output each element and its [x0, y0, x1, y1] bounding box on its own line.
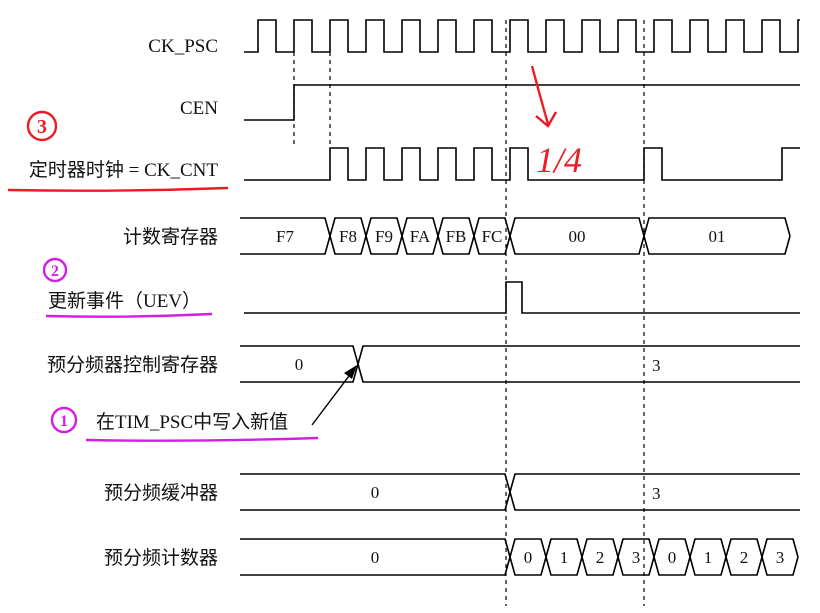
prescaler-counter-cell-value: 3	[776, 548, 785, 567]
ck-cnt-underline	[7, 186, 229, 192]
step-3-marker: 3	[26, 110, 58, 142]
bus-prescaler-counter: 0 0 1 2 3 0 1 2 3	[240, 538, 799, 576]
step-1-number: 1	[60, 413, 68, 430]
label-counter-register: 计数寄存器	[123, 226, 218, 248]
label-cen: CEN	[180, 98, 218, 119]
prescaler-buffer-cell-value: 0	[371, 483, 380, 502]
counter-cell-outline	[240, 217, 791, 255]
counter-cell-value: F7	[276, 227, 294, 246]
label-prescaler-control: 预分频器控制寄存器	[47, 354, 218, 376]
waveform-cen	[244, 84, 800, 121]
label-prescaler-buffer: 预分频缓冲器	[104, 482, 218, 504]
step-2-number: 2	[51, 263, 59, 280]
prescaler-control-cell-value: 0	[295, 355, 304, 374]
step-1-marker: 1	[50, 406, 78, 434]
counter-cell-value: 01	[709, 227, 726, 246]
prescaler-control-cell-outline	[240, 345, 800, 383]
write-note: 在TIM_PSC中写入新值	[96, 411, 288, 433]
waveform-ck-psc	[244, 19, 800, 53]
prescaler-buffer-new-value: 3	[652, 484, 661, 503]
prescaler-counter-cell-value: 2	[596, 548, 605, 567]
prescaler-counter-cell-value: 3	[632, 548, 641, 567]
write-note-underline	[85, 436, 319, 442]
label-ck-cnt: 定时器时钟 = CK_CNT	[29, 159, 219, 181]
prescaler-counter-cell-value: 1	[704, 548, 713, 567]
prescaler-buffer-cell-outline	[240, 473, 800, 511]
red-arrow	[530, 65, 558, 128]
counter-cell-value: FA	[410, 227, 431, 246]
counter-cell-value: FC	[482, 227, 503, 246]
counter-cell-value: F8	[339, 227, 357, 246]
prescaler-counter-cell-outline	[240, 538, 799, 576]
step-3-number: 3	[37, 116, 47, 138]
counter-cell-value: F9	[375, 227, 393, 246]
bus-counter-register: F7 F8 F9 FA FB FC 00 01	[240, 217, 791, 255]
step-2-marker: 2	[42, 257, 68, 283]
uev-underline	[45, 312, 213, 318]
waveform-uev	[244, 281, 800, 314]
prescaler-counter-cell-value: 1	[560, 548, 569, 567]
waveform-ck-cnt	[244, 147, 800, 181]
label-ck-psc: CK_PSC	[148, 36, 218, 57]
write-arrow	[311, 371, 353, 426]
label-prescaler-counter: 预分频计数器	[104, 547, 218, 569]
prescaler-counter-cell-value: 0	[371, 548, 380, 567]
write-arrowhead	[344, 365, 357, 379]
label-uev: 更新事件（UEV）	[48, 290, 201, 312]
counter-cell-value: 00	[569, 227, 586, 246]
counter-cell-value: FB	[446, 227, 467, 246]
prescaler-counter-cell-value: 0	[668, 548, 677, 567]
prescaler-control-new-value: 3	[652, 356, 661, 375]
prescaler-counter-cell-value: 2	[740, 548, 749, 567]
ratio-note: 1/4	[536, 140, 582, 180]
prescaler-counter-cell-value: 0	[524, 548, 533, 567]
